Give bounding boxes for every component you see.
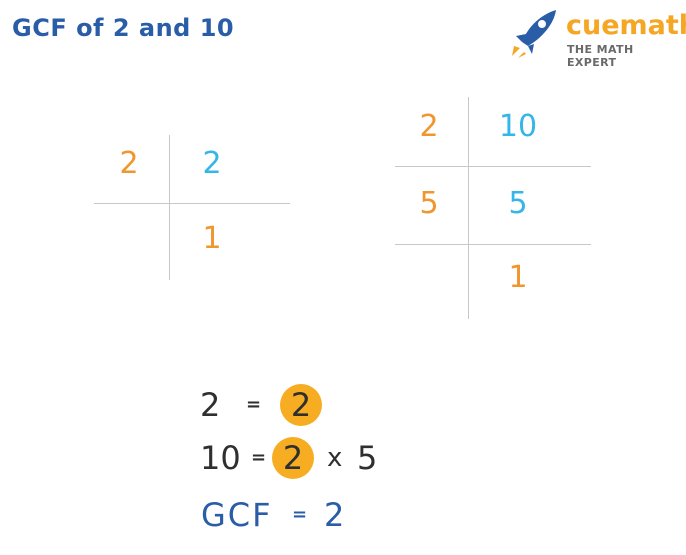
- left-divisor-1: 2: [119, 146, 139, 181]
- brand-name: cuemath: [566, 10, 686, 41]
- left-quotient: 1: [202, 221, 222, 256]
- right-dividend-1: 10: [498, 109, 538, 144]
- gcf-sign: =: [292, 504, 308, 525]
- page-title: GCF of 2 and 10: [12, 14, 235, 42]
- right-divisor-1: 2: [419, 109, 439, 144]
- brand-tagline: THE MATH EXPERT: [567, 43, 634, 69]
- left-vertical-divider: [169, 135, 170, 280]
- right-horizontal-divider-1: [395, 166, 591, 167]
- equation-1-sign: =: [246, 394, 262, 415]
- right-dividend-2: 5: [508, 186, 528, 221]
- cuemath-logo: cuemath THE MATH EXPERT: [508, 8, 686, 69]
- equation-1-highlighted-factor: 2: [280, 384, 322, 426]
- gcf-value: 2: [324, 496, 347, 534]
- left-horizontal-divider: [94, 203, 290, 204]
- equation-2-lhs: 10: [200, 439, 241, 477]
- rocket-icon: [512, 10, 556, 58]
- equation-2-times: x: [327, 443, 343, 473]
- equation-2-other-factor: 5: [357, 439, 378, 477]
- right-quotient: 1: [508, 260, 528, 295]
- left-dividend-1: 2: [202, 146, 222, 181]
- equation-2-highlighted-factor: 2: [272, 437, 314, 479]
- equation-1-lhs: 2: [200, 386, 221, 424]
- right-divisor-2: 5: [419, 186, 439, 221]
- right-horizontal-divider-2: [395, 244, 591, 245]
- equation-2-sign: =: [251, 447, 267, 468]
- right-vertical-divider: [468, 97, 469, 319]
- gcf-label: GCF: [201, 496, 273, 534]
